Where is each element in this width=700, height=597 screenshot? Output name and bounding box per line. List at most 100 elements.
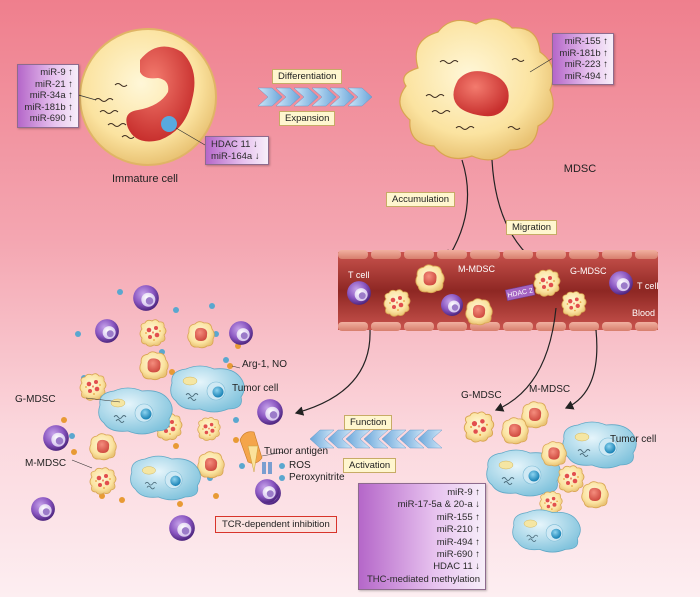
vessel-t-cell-mid	[441, 294, 463, 316]
left-t-cell-5	[43, 425, 69, 451]
vessel-t-cell-left	[347, 281, 371, 305]
hdac-pointer	[175, 127, 206, 146]
left-t-cell-7	[169, 515, 195, 541]
left-g-mdsc-4	[197, 417, 221, 441]
left-tumor-cell-3	[130, 455, 201, 501]
left-m-mdsc-3	[89, 433, 117, 461]
left-t-cell-6	[31, 497, 55, 521]
bottom-item-7: HDAC 11 ↓	[433, 561, 480, 573]
mdsc-label: MDSC	[564, 163, 596, 175]
mdsc-mirna-4: miR-494 ↑	[564, 70, 608, 82]
mdsc-mirna-box: miR-155 ↑ miR-181b ↑ miR-223 ↑ miR-494 ↑	[552, 33, 614, 85]
vessel-t-cell-right-label: T cell	[637, 281, 658, 291]
left-tumor-cell-1	[98, 387, 173, 435]
tcr-inhibition-label: TCR-dependent inhibition	[215, 516, 337, 533]
vessel-m-mdsc-2	[465, 298, 493, 326]
activation-label: Activation	[343, 458, 397, 473]
immature-mirna-4: miR-181b ↑	[24, 101, 73, 113]
left-g-mdsc-pointer	[85, 397, 121, 403]
vessel-wall-bottom	[338, 322, 658, 331]
immature-mirna-3: miR-34a ↑	[29, 90, 73, 101]
arg-pointer	[231, 365, 241, 369]
mdsc-cell	[399, 18, 554, 161]
immature-mirna-2: miR-21 ↑	[34, 78, 73, 90]
right-cluster	[463, 401, 637, 553]
ros-label: ROS	[289, 460, 311, 471]
ros-particle	[279, 463, 285, 469]
left-g-mdsc-5	[89, 467, 117, 495]
immature-mirna-box: miR-9 ↑ miR-21 ↑ miR-34a ↑ miR-181b ↑ mi…	[17, 64, 79, 128]
immature-mirna-1: miR-9 ↑	[40, 67, 73, 78]
mdsc-mirna-1: miR-155 ↑	[564, 36, 608, 47]
vessel-m-mdsc-1	[415, 264, 445, 294]
epigenetic-regulators-box: miR-9 ↑ miR-17-5a & 20-a ↓ miR-155 ↑ miR…	[358, 483, 486, 591]
left-m-mdsc-4	[197, 451, 225, 479]
left-t-cell-3	[229, 321, 253, 345]
tcr-interaction	[239, 431, 285, 503]
right-tumor-cell-label: Tumor cell	[610, 434, 657, 445]
differentiation-label: Differentiation	[272, 69, 343, 84]
bottom-item-5: miR-494 ↑	[436, 536, 480, 548]
left-m-mdsc-label: M-MDSC	[25, 458, 67, 469]
tcr-t-cell	[255, 479, 279, 503]
immature-cell	[79, 28, 217, 166]
mdsc-mirna-pointer	[529, 57, 554, 73]
blood-label: Blood	[632, 308, 655, 318]
right-tumor-cell-1	[562, 421, 637, 469]
function-label: Function	[344, 415, 393, 430]
mir164a-factor: miR-164a ↓	[211, 150, 260, 162]
immature-mirna-5: miR-690 ↑	[29, 113, 73, 124]
hdac11-factor: HDAC 11 ↓	[211, 139, 258, 150]
left-m-mdsc-1	[187, 321, 215, 349]
vessel-t-cell-right	[609, 271, 633, 295]
right-m-mdsc-2	[501, 417, 529, 445]
left-m-mdsc-2	[139, 351, 169, 381]
blood-vessel: HDAC 2 T cell M-MDSC G-MDSC T cell Blood	[338, 250, 658, 331]
bottom-item-3: miR-155 ↑	[436, 511, 480, 523]
vessel-to-right-arrow-2	[564, 329, 598, 410]
vessel-to-right-arrow-1	[494, 307, 557, 412]
bottom-item-2: miR-17-5a & 20-a ↓	[397, 499, 480, 511]
left-t-cell-1	[133, 285, 159, 311]
right-tumor-cell-3	[512, 509, 581, 553]
left-cluster	[31, 285, 285, 541]
right-m-mdsc-label: M-MDSC	[529, 384, 571, 395]
peroxynitrite-particle	[279, 475, 285, 481]
left-t-cell-4	[257, 399, 283, 425]
right-g-mdsc-label: G-MDSC	[461, 390, 502, 401]
vessel-m-mdsc-label: M-MDSC	[458, 264, 495, 274]
differentiation-arrow	[257, 87, 373, 107]
vessel-to-left-arrow	[294, 329, 371, 416]
left-g-mdsc-label: G-MDSC	[15, 394, 56, 405]
mdsc-mirna-3: miR-223 ↑	[564, 59, 608, 70]
left-tumor-cell-label: Tumor cell	[232, 383, 279, 394]
accumulation-arrow	[447, 159, 469, 260]
immature-cell-label: Immature cell	[112, 173, 178, 185]
vessel-t-cell-left-label: T cell	[348, 270, 369, 280]
left-t-cell-2	[95, 319, 119, 343]
vessel-wall-top	[338, 250, 658, 259]
migration-label: Migration	[506, 220, 558, 235]
bottom-item-6: miR-690 ↑	[436, 549, 480, 561]
right-g-mdsc-2	[557, 465, 585, 493]
left-g-mdsc-1	[139, 319, 167, 347]
bottom-item-4: miR-210 ↑	[436, 524, 480, 536]
right-g-mdsc-1	[463, 411, 495, 443]
hdac2-tag	[504, 283, 536, 302]
arg-no-label: Arg-1, NO	[242, 359, 288, 370]
tumor-antigen-label: Tumor antigen	[264, 446, 329, 457]
immature-factor-box: HDAC 11 ↓ miR-164a ↓	[205, 136, 269, 165]
peroxynitrite-label: Peroxynitrite	[289, 472, 345, 483]
expansion-label: Expansion	[279, 111, 336, 126]
migration-arrow	[491, 159, 539, 265]
mdsc-mirna-2: miR-181b ↑	[559, 47, 608, 59]
left-m-mdsc-pointer	[71, 459, 93, 469]
bottom-item-1: miR-9 ↑	[447, 487, 480, 498]
vessel-g-mdsc-label: G-MDSC	[570, 266, 607, 276]
function-activation-arrow	[309, 429, 443, 449]
right-m-mdsc-3	[541, 441, 567, 467]
right-m-mdsc-4	[581, 481, 609, 509]
bottom-item-8: THC-mediated methylation	[367, 573, 480, 585]
accumulation-label: Accumulation	[386, 192, 456, 207]
